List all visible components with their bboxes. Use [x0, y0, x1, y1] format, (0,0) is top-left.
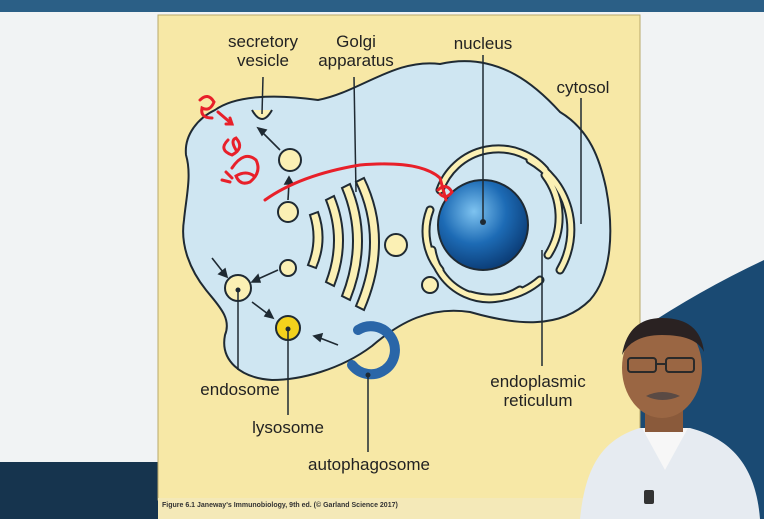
label-nucleus: nucleus: [443, 34, 523, 53]
vesicle: [385, 234, 407, 256]
label-autophagosome: autophagosome: [303, 455, 435, 474]
vesicle: [279, 149, 301, 171]
label-er-line2: reticulum: [480, 391, 596, 410]
label-secretory-vesicle-line2: vesicle: [218, 51, 308, 70]
vesicle: [280, 260, 296, 276]
figure-caption: Figure 6.1 Janeway's Immunobiology, 9th …: [162, 502, 398, 509]
label-cytosol: cytosol: [548, 78, 618, 97]
label-golgi-apparatus: Golgi apparatus: [310, 32, 402, 70]
label-secretory-vesicle-line1: secretory: [218, 32, 308, 51]
label-golgi-line2: apparatus: [310, 51, 402, 70]
label-er-line1: endoplasmic: [480, 372, 596, 391]
label-golgi-line1: Golgi: [310, 32, 402, 51]
label-endoplasmic-reticulum: endoplasmic reticulum: [480, 372, 596, 410]
label-endosome: endosome: [196, 380, 284, 399]
top-bar: [0, 0, 764, 12]
vesicle: [278, 202, 298, 222]
label-secretory-vesicle: secretory vesicle: [218, 32, 308, 70]
vesicle: [422, 277, 438, 293]
label-lysosome: lysosome: [243, 418, 333, 437]
